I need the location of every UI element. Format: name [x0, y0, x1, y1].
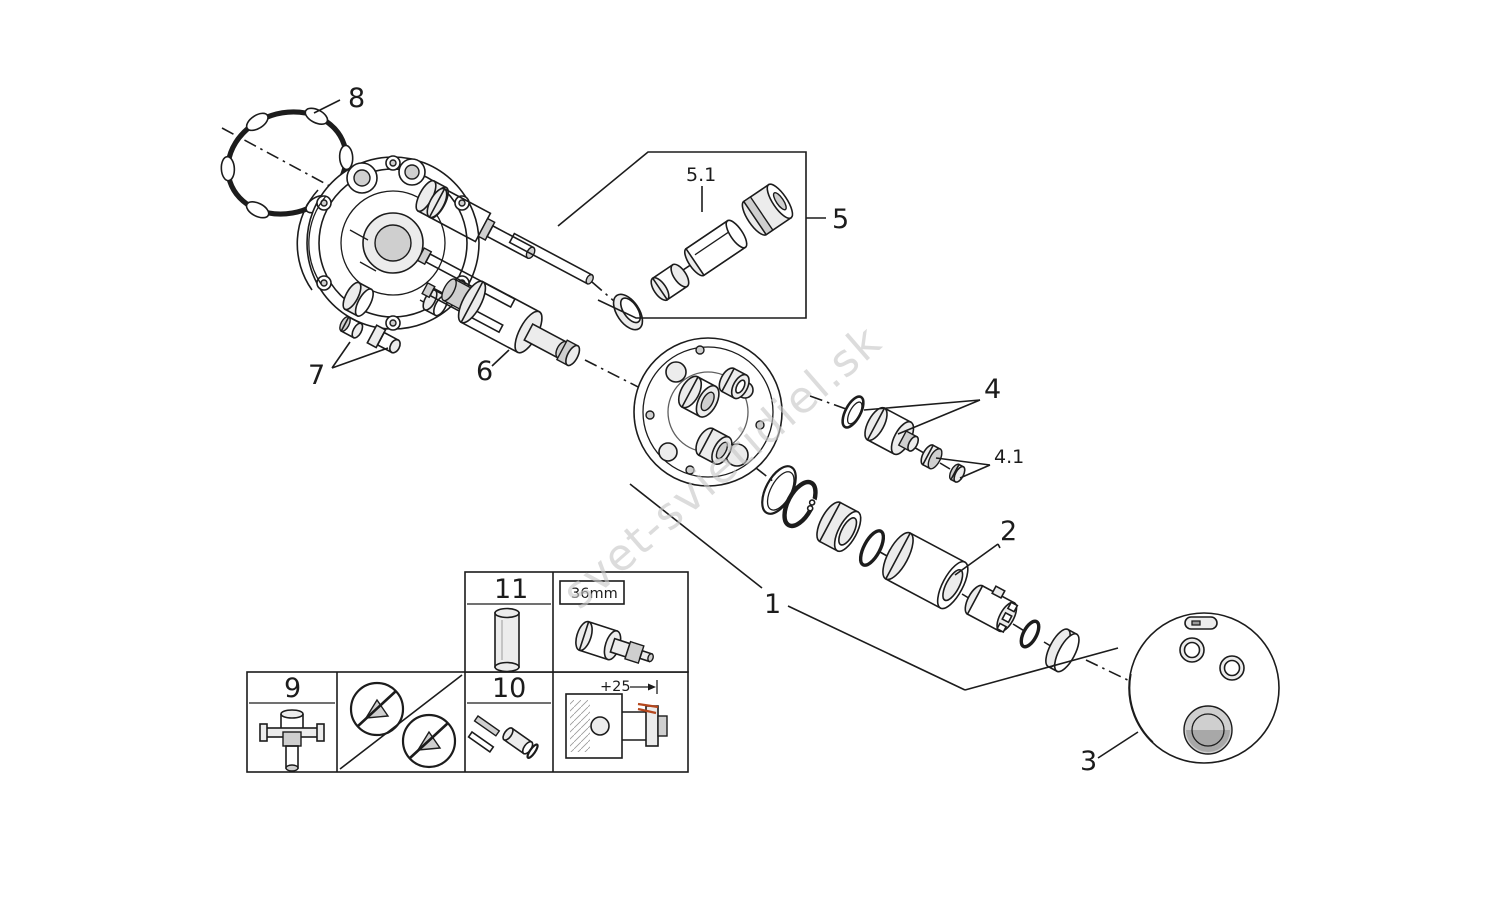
callout-3: 3: [1080, 746, 1097, 777]
plug-large: [366, 324, 401, 354]
leader-6: [491, 349, 510, 367]
stop-sleeve: [964, 584, 1019, 634]
callout-5: 5: [832, 204, 849, 235]
extension-cylinder: [494, 607, 520, 673]
extension-section: +25: [565, 679, 668, 759]
cartridge-36mm: [575, 620, 654, 664]
callout-8: 8: [348, 83, 365, 114]
knurled-adapter-4: [864, 406, 920, 456]
inset-table: 9 11: [246, 571, 689, 773]
faceplate: [1128, 612, 1280, 764]
plug-small: [339, 315, 364, 339]
sleeve-5: [683, 219, 748, 277]
anchor-screw: [416, 247, 516, 309]
disc-4-2: [948, 463, 966, 483]
mounting-plate: [633, 337, 783, 487]
knurled-adapter-5: [650, 263, 690, 302]
o-ring-small: [1019, 619, 1041, 649]
leader-4: [863, 399, 981, 435]
callout-11: 11: [494, 574, 528, 605]
fixing-pins: [467, 715, 539, 760]
leader-3: [1097, 731, 1139, 759]
bracket-1: [629, 483, 1119, 691]
mounting-collar: [816, 501, 862, 553]
ring-5: [612, 293, 644, 331]
end-cap: [1045, 628, 1080, 673]
threaded-stud: [508, 232, 594, 285]
leader-2: [954, 543, 1001, 576]
callout-4-1: 4.1: [994, 446, 1024, 468]
gasket-seal: [220, 107, 354, 219]
snap-ring: [782, 479, 822, 529]
ring-4: [841, 395, 865, 429]
callout-2: 2: [1000, 516, 1017, 547]
cap-5: [741, 183, 794, 236]
callout-10: 10: [492, 673, 526, 704]
bracket-5: [557, 151, 807, 319]
callout-9: 9: [284, 673, 301, 704]
leader-7: [331, 341, 389, 369]
accent-marks: [637, 702, 659, 715]
prohibited-tools: [339, 674, 463, 770]
callout-5-1: 5.1: [686, 164, 716, 186]
grohe-logo-badge: [1184, 616, 1218, 630]
cartridge-6: [441, 278, 581, 367]
leader-4-1: [935, 457, 991, 479]
o-ring-large: [858, 529, 886, 567]
sleeve-2: [882, 531, 969, 610]
leader-8: [313, 99, 341, 114]
extension-dim-label: +25: [600, 679, 631, 695]
mounting-key: [259, 709, 325, 772]
callout-7: 7: [308, 360, 325, 391]
disc-4-1: [920, 444, 943, 470]
callout-6: 6: [476, 356, 493, 387]
cartridge-size-label: 36mm: [571, 586, 618, 602]
callout-4: 4: [984, 374, 1001, 405]
callout-1: 1: [764, 589, 781, 620]
